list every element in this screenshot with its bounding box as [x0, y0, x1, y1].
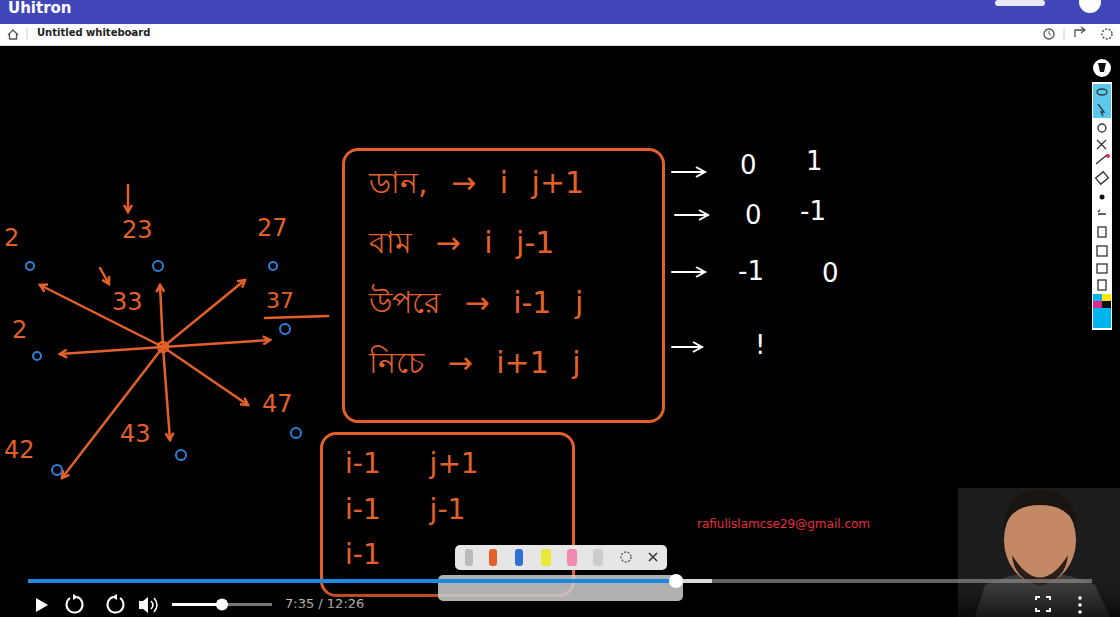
cell-value: 43 — [120, 420, 151, 449]
whiteboard-header — [0, 24, 1120, 46]
header-icons — [0, 0, 1120, 46]
cell-value: 37 — [266, 288, 294, 314]
cell-value: 42 — [4, 436, 35, 465]
cell-value: 47 — [262, 390, 293, 419]
offset-value: 0 — [822, 258, 839, 289]
note-line: নিচে → i+1 j — [369, 345, 638, 381]
note-box: i-1 j+1i-1 j-1i-1 — [320, 432, 575, 597]
cell-value: 2 — [4, 224, 19, 253]
cell-value: 23 — [122, 216, 153, 245]
note-line: i-1 j+1 — [345, 447, 550, 481]
app-title: Uhitron — [8, 0, 72, 17]
note-line: ডান, → i j+1 — [369, 165, 638, 201]
cell-value: 2 — [12, 316, 27, 345]
offset-value: ! — [755, 330, 765, 361]
note-line: i-1 j-1 — [345, 493, 550, 527]
offset-value: 0 — [740, 150, 757, 181]
cell-value: 33 — [112, 288, 143, 317]
offset-value: 1 — [806, 146, 823, 177]
offset-value: -1 — [738, 256, 764, 287]
offset-value: -1 — [800, 196, 826, 227]
note-line: উপরে → i-1 j — [369, 285, 638, 321]
board-name: Untitled whiteboard — [37, 27, 150, 39]
app-bar — [0, 0, 1120, 24]
note-line: বাম → i j-1 — [369, 225, 638, 261]
app-bar-icons — [0, 0, 1120, 24]
cell-value: 27 — [257, 214, 288, 243]
note-box: ডান, → i j+1 বাম → i j-1 উপরে → i-1 j নিচে … — [342, 148, 665, 423]
offset-value: 0 — [745, 200, 762, 231]
watermark-email: rafiulislamcse29@gmail.com — [697, 517, 870, 531]
